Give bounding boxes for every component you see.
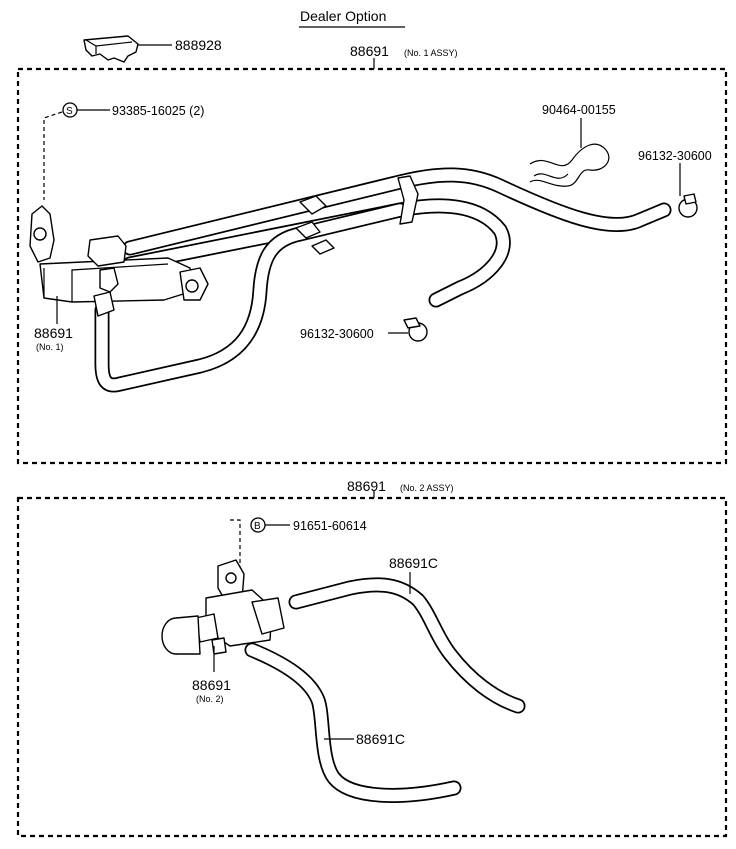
assy1-qualifier: (No. 1 ASSY) bbox=[404, 48, 458, 58]
assy2-qualifier: (No. 2 ASSY) bbox=[400, 483, 454, 493]
valve-no2-sub: (No. 2) bbox=[196, 694, 224, 704]
assy1-hoses bbox=[94, 167, 672, 393]
clamp-mid bbox=[403, 317, 428, 342]
dealer-option-title: Dealer Option bbox=[300, 8, 386, 24]
valve-no1-sub: (No. 1) bbox=[36, 342, 64, 352]
valve-no1-number: 88691 bbox=[34, 325, 73, 341]
valve-no1-body bbox=[29, 205, 209, 317]
hose-clips bbox=[295, 175, 419, 255]
screw-part-label: 93385-16025 (2) bbox=[112, 104, 204, 118]
assy1-number: 88691 bbox=[350, 43, 389, 59]
hose-lower-label: 88691C bbox=[356, 731, 405, 747]
wire-clip-label: 90464-00155 bbox=[542, 103, 616, 117]
screw-dashed-leader bbox=[43, 111, 63, 200]
wire-clip-90464 bbox=[529, 143, 610, 187]
valve-no2-body bbox=[161, 559, 285, 655]
bracket-part-888928 bbox=[83, 35, 139, 63]
assy1-boundary bbox=[16, 67, 728, 465]
screw-symbol: S bbox=[66, 106, 73, 117]
clamp-right bbox=[678, 193, 698, 218]
bolt-dashed-leader bbox=[230, 519, 241, 570]
assy2-boundary bbox=[16, 496, 728, 838]
hose-upper-label: 88691C bbox=[389, 555, 438, 571]
assy2-number: 88691 bbox=[347, 478, 386, 494]
clamp-right-label: 96132-30600 bbox=[638, 149, 712, 163]
bolt-part-label: 91651-60614 bbox=[293, 519, 367, 533]
assy2-hoses bbox=[244, 577, 526, 803]
bolt-symbol: B bbox=[254, 521, 261, 532]
valve-no2-number: 88691 bbox=[192, 677, 231, 693]
part-888928-label: 888928 bbox=[175, 37, 222, 53]
clamp-mid-label: 96132-30600 bbox=[300, 327, 374, 341]
